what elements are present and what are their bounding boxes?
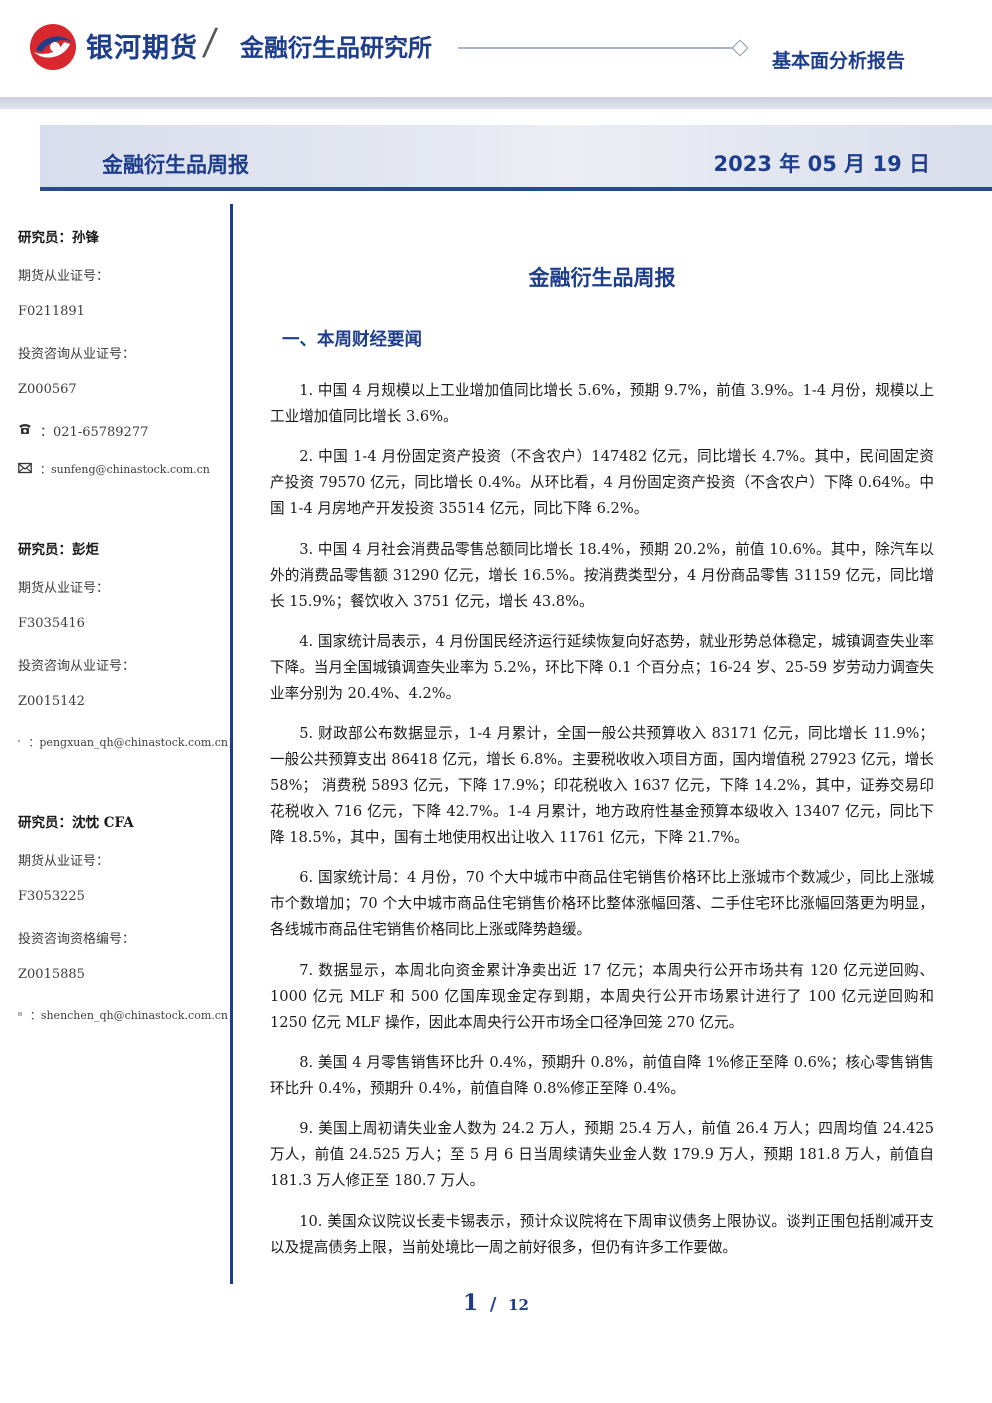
news-item: 6. 国家统计局：4 月份，70 个大中城市中商品住宅销售价格环比上涨城市个数减… (270, 869, 934, 939)
consult-number: Z0015885 (18, 967, 85, 982)
analyst-name: 研究员：孙锋 (18, 230, 99, 246)
header-rule (458, 47, 734, 49)
page-header: 银河期货 / 金融衍生品研究所 基本面分析报告 (0, 0, 992, 100)
email-icon (18, 1012, 22, 1016)
news-item: 8. 美国 4 月零售销售环比升 0.4%，预期升 0.8%，前值自降 1%修正… (270, 1054, 934, 1098)
news-item: 3. 中国 4 月社会消费品零售总额同比增长 18.4%，预期 20.2%，前值… (270, 540, 934, 610)
email-address[interactable]: ：shenchen_qh@chinastock.com.cn (29, 1009, 228, 1022)
document-title: 金融衍生品周报 (528, 266, 676, 290)
license-label: 期货从业证号： (18, 854, 110, 869)
email-address[interactable]: ：sunfeng@chinastock.com.cn (40, 463, 210, 476)
email-row: ：pengxuan_qh@chinastock.com.cn (18, 733, 228, 772)
news-item: 7. 数据显示，本周北向资金累计净卖出近 17 亿元；本周央行公开市场共有 12… (270, 961, 934, 1031)
license-number: F3053225 (18, 889, 85, 904)
page-total: 12 (508, 1296, 529, 1314)
license-number: F3035416 (18, 616, 85, 631)
banner-title: 金融衍生品周报 (102, 153, 249, 177)
analyst-sidebar: 研究员：孙锋 期货从业证号： F0211891 投资咨询从业证号： Z00056… (18, 226, 228, 1084)
main-content: 金融衍生品周报 一、本周财经要闻 1. 中国 4 月规模以上工业增加值同比增长 … (270, 262, 934, 1275)
email-row: ：sunfeng@chinastock.com.cn (18, 460, 228, 499)
news-item: 9. 美国上周初请失业金人数为 24.2 万人，预期 25.4 万人，前值 26… (270, 1120, 934, 1190)
email-row: ：shenchen_qh@chinastock.com.cn (18, 1006, 228, 1045)
institute-name: 金融衍生品研究所 (240, 34, 432, 62)
page-current: 1 (463, 1290, 479, 1316)
diamond-icon (731, 39, 749, 57)
analyst-card: 研究员：彭炬 期货从业证号： F3035416 投资咨询从业证号： Z00151… (18, 538, 228, 772)
page-number: 1 / 12 (0, 1290, 992, 1316)
company-logo-icon (30, 24, 76, 70)
license-number: F0211891 (18, 304, 85, 319)
title-banner: 金融衍生品周报 2023 年 05 月 19 日 (40, 125, 992, 191)
phone-row: ：021-65789277 (18, 421, 228, 460)
license-label: 期货从业证号： (18, 581, 110, 596)
consult-label: 投资咨询从业证号： (18, 347, 136, 362)
sidebar-divider (230, 204, 233, 1284)
header-band (0, 97, 992, 109)
analyst-name: 研究员：彭炬 (18, 542, 99, 558)
report-type: 基本面分析报告 (772, 50, 906, 72)
report-date: 2023 年 05 月 19 日 (713, 152, 930, 176)
header-slash: / (201, 22, 220, 63)
phone-number: ：021-65789277 (40, 425, 149, 440)
news-item: 2. 中国 1-4 月份固定资产投资（不含农户）147482 亿元，同比增长 4… (270, 448, 934, 518)
analyst-name: 研究员：沈忱 CFA (18, 815, 134, 831)
news-item: 1. 中国 4 月规模以上工业增加值同比增长 5.6%，预期 9.7%，前值 3… (270, 382, 934, 425)
license-label: 期货从业证号： (18, 269, 110, 284)
consult-number: Z000567 (18, 382, 77, 397)
consult-label: 投资咨询资格编号： (18, 932, 136, 947)
phone-icon (19, 424, 31, 434)
company-name: 银河期货 (86, 33, 198, 64)
email-icon (18, 740, 21, 742)
page-separator: / (489, 1294, 497, 1315)
email-icon (18, 462, 32, 474)
consult-label: 投资咨询从业证号： (18, 659, 136, 674)
news-item: 5. 财政部公布数据显示，1-4 月累计，全国一般公共预算收入 83171 亿元… (270, 725, 934, 847)
analyst-card: 研究员：沈忱 CFA 期货从业证号： F3053225 投资咨询资格编号： Z0… (18, 811, 228, 1045)
section-title: 一、本周财经要闻 (282, 330, 422, 350)
email-address[interactable]: ：pengxuan_qh@chinastock.com.cn (28, 736, 228, 749)
news-item: 10. 美国众议院议长麦卡锡表示，预计众议院将在下周审议债务上限协议。谈判正围包… (270, 1212, 934, 1256)
consult-number: Z0015142 (18, 694, 85, 709)
analyst-card: 研究员：孙锋 期货从业证号： F0211891 投资咨询从业证号： Z00056… (18, 226, 228, 499)
news-item: 4. 国家统计局表示，4 月份国民经济运行延续恢复向好态势，就业形势总体稳定，城… (270, 632, 934, 702)
